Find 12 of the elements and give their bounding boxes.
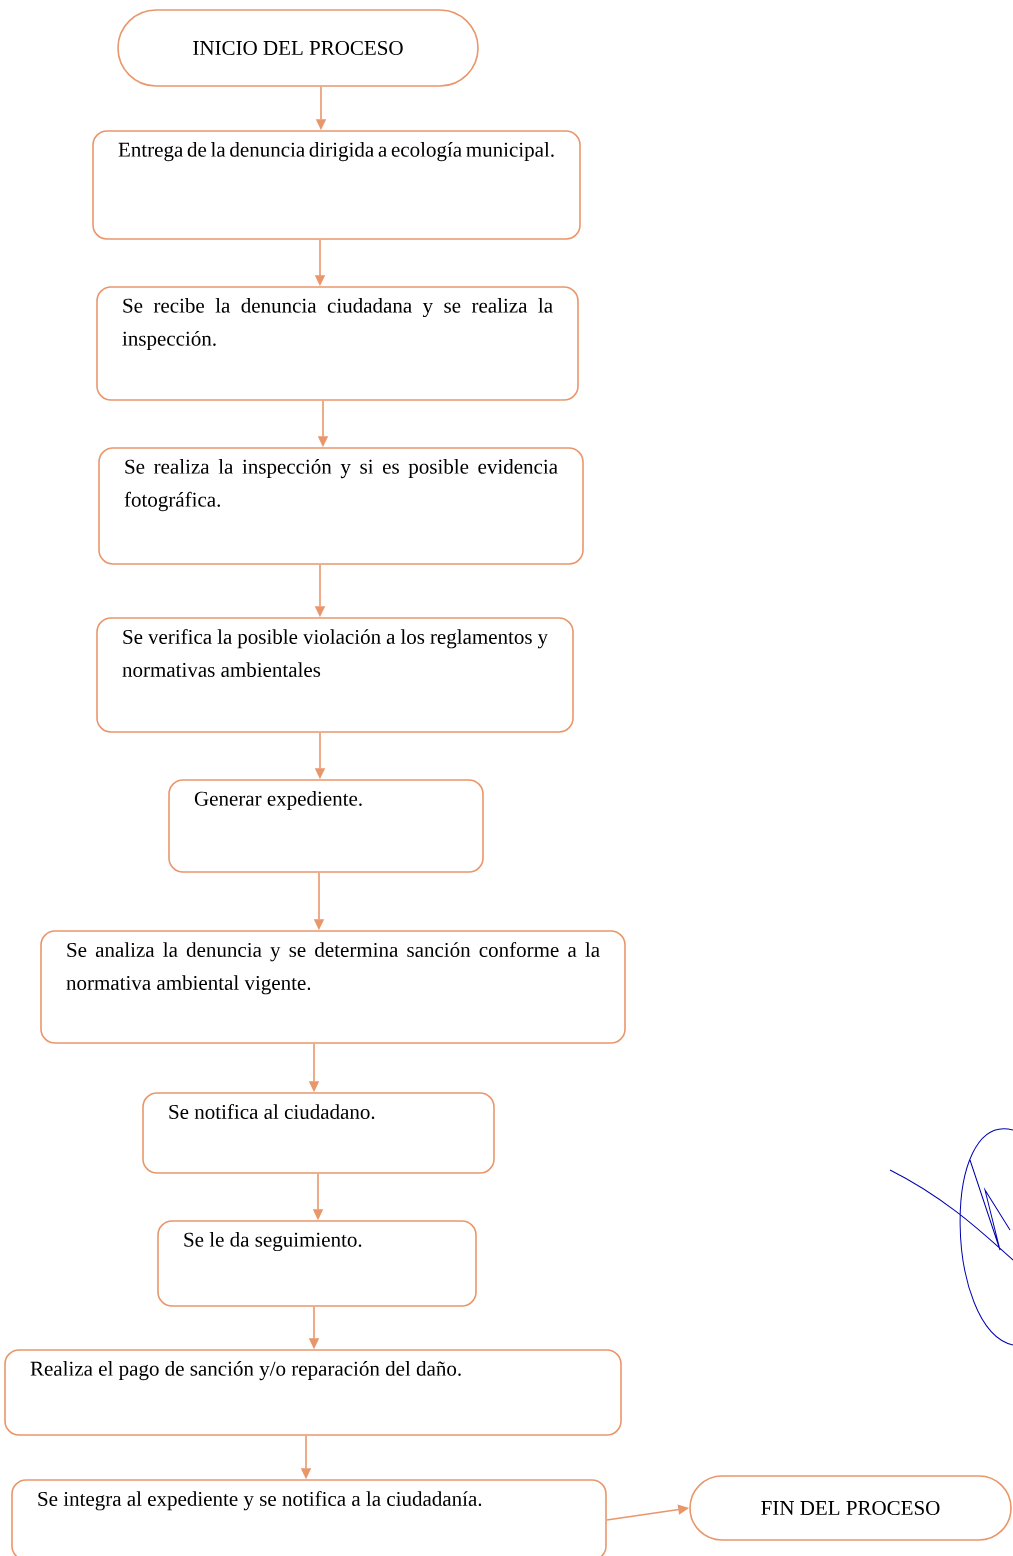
process-box: Realiza el pago de sanción y/o reparación del daño. — [4, 1349, 622, 1436]
process-box: Generar expediente. — [168, 779, 484, 873]
process-box: Se le da seguimiento. — [157, 1220, 477, 1307]
process-box: Se realiza la inspección y si es posible evidencia fotográfica. — [98, 447, 584, 565]
process-box: Se notifica al ciudadano. — [142, 1092, 495, 1174]
terminal-box: FIN DEL PROCESO — [689, 1475, 1012, 1541]
process-box: Se recibe la denuncia ciudadana y se realiza la inspección. — [96, 286, 579, 401]
process-box: Entrega de la denuncia dirigida a ecología municipal. — [92, 130, 581, 240]
process-box: Se analiza la denuncia y se determina sanción conforme a la normativa ambiental vigente. — [40, 930, 626, 1044]
terminal-box: INICIO DEL PROCESO — [117, 9, 479, 87]
process-box: Se verifica la posible violación a los reglamentos y normativas ambientales — [96, 617, 574, 733]
process-box: Se integra al expediente y se notifica a la ciudadanía. — [11, 1479, 607, 1556]
